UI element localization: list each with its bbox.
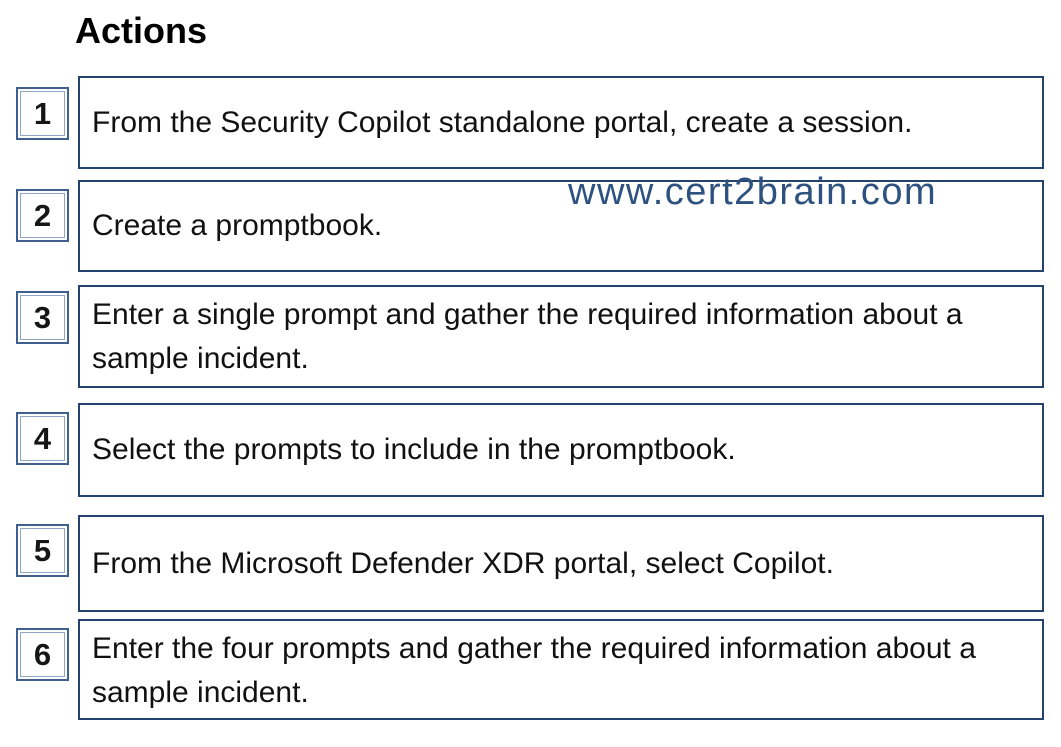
action-text: Enter a single prompt and gather the req… — [92, 298, 963, 375]
action-text: Create a promptbook. — [92, 209, 383, 242]
action-item-2[interactable]: Create a promptbook. — [78, 180, 1044, 272]
action-number: 2 — [33, 197, 52, 233]
action-text: Enter the four prompts and gather the re… — [92, 632, 976, 709]
action-number: 4 — [33, 420, 52, 456]
action-number: 5 — [33, 532, 52, 568]
action-item-5[interactable]: From the Microsoft Defender XDR portal, … — [78, 515, 1044, 612]
action-number-box-1: 1 — [16, 87, 69, 140]
action-number: 3 — [33, 299, 52, 335]
action-item-1[interactable]: From the Security Copilot standalone por… — [78, 76, 1044, 169]
action-item-4[interactable]: Select the prompts to include in the pro… — [78, 403, 1044, 497]
action-number-box-3: 3 — [16, 291, 69, 344]
action-number-box-4: 4 — [16, 412, 69, 465]
action-number-box-2: 2 — [16, 189, 69, 242]
action-item-6[interactable]: Enter the four prompts and gather the re… — [78, 619, 1044, 720]
action-text: From the Microsoft Defender XDR portal, … — [92, 546, 834, 580]
action-number: 6 — [33, 636, 52, 672]
action-number-box-5: 5 — [16, 524, 69, 577]
action-number: 1 — [33, 95, 52, 131]
action-number-box-6: 6 — [16, 628, 69, 681]
action-item-3[interactable]: Enter a single prompt and gather the req… — [78, 285, 1044, 388]
action-text: From the Security Copilot standalone por… — [92, 105, 913, 139]
page-title: Actions — [75, 10, 208, 51]
action-text: Select the prompts to include in the pro… — [92, 433, 736, 466]
